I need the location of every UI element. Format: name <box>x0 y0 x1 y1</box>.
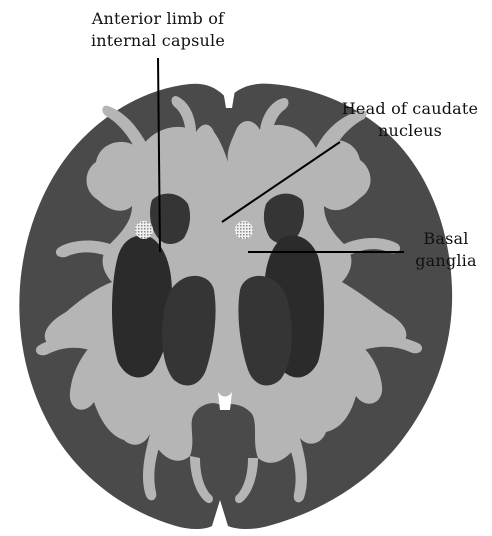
anterior-limb-label-line1: Anterior limb of <box>91 9 225 28</box>
basal-ganglia-label-line2: ganglia <box>415 251 477 270</box>
anterior-limb-marker <box>135 221 153 239</box>
caudate-label-line2: nucleus <box>378 121 442 140</box>
basal-ganglia-label-line1: Basal <box>423 229 468 248</box>
caudate-label-line1: Head of caudate <box>342 99 478 118</box>
anterior-limb-label-line2: internal capsule <box>91 31 225 50</box>
caudate-marker <box>235 221 253 239</box>
